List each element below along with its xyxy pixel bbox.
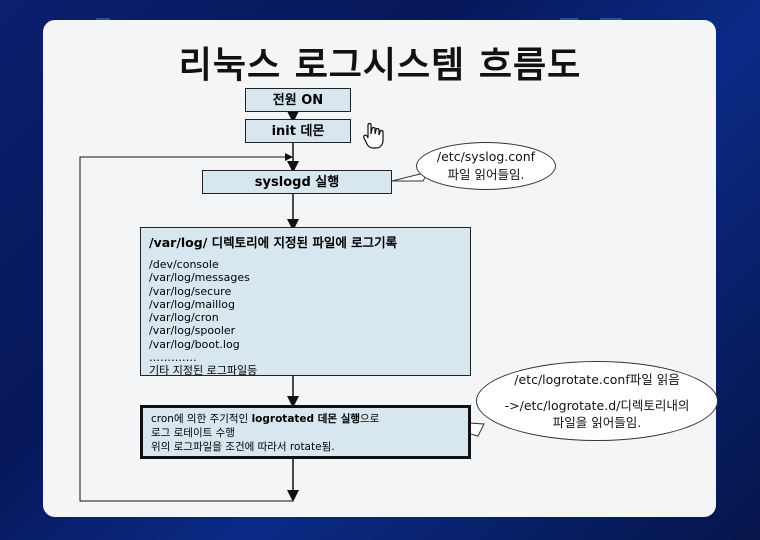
background-streak (96, 18, 110, 21)
callout-line: 파일을 읽어들임. (552, 415, 642, 430)
log-files-box: /var/log/ 디렉토리에 지정된 파일에 로그기록 /dev/consol… (140, 227, 471, 378)
list-item: /var/log/spooler (149, 324, 236, 338)
logrotate-callout: /etc/logrotate.conf파일 읽음 ->/etc/logrotat… (476, 361, 718, 441)
list-item: …………. (149, 351, 197, 365)
power-on-label: 전원 ON (272, 93, 324, 108)
callout-line: ->/etc/logrotate.d/디렉토리내의 (504, 398, 690, 413)
syslog-conf-callout: /etc/syslog.conf 파일 읽어들임. (416, 142, 556, 190)
list-item: 기타 지정된 로그파일등 (149, 364, 258, 378)
callout-line: 파일 읽어들임. (447, 167, 525, 182)
list-item: /var/log/secure (149, 284, 232, 298)
background-streak (600, 18, 622, 21)
syslogd-box: syslogd 실행 (202, 170, 392, 194)
list-item: /var/log/messages (149, 271, 250, 285)
list-item: /var/log/cron (149, 311, 219, 325)
list-item: /var/log/maillog (149, 297, 235, 311)
init-daemon-box: init 데몬 (245, 119, 351, 143)
syslogd-label: syslogd 실행 (254, 175, 340, 190)
callout-line: /etc/syslog.conf (436, 149, 536, 164)
loop-back-line (79, 156, 293, 502)
log-file-list: /dev/console /var/log/messages /var/log/… (149, 258, 462, 378)
init-daemon-label: init 데몬 (271, 124, 325, 139)
page-title: 리눅스 로그시스템 흐름도 (178, 45, 582, 86)
hand-pointer-icon (363, 122, 384, 149)
list-item: /var/log/boot.log (149, 337, 240, 351)
cron-line-3: 위의 로그파일을 조건에 따라서 rotate됨. (151, 441, 335, 453)
power-on-box: 전원 ON (245, 88, 351, 112)
list-item: /dev/console (149, 258, 219, 271)
background-streak (560, 18, 578, 21)
log-box-heading: /var/log/ 디렉토리에 지정된 파일에 로그기록 (149, 235, 398, 250)
cron-line-2: 로그 로테이트 수행 (151, 427, 235, 439)
cron-logrotate-box: cron에 의한 주기적인 logrotated 데몬 실행으로 로그 로테이트… (140, 405, 471, 459)
callout-line: /etc/logrotate.conf파일 읽음 (514, 372, 680, 387)
cron-line-1: cron에 의한 주기적인 logrotated 데몬 실행으로 (151, 413, 380, 425)
